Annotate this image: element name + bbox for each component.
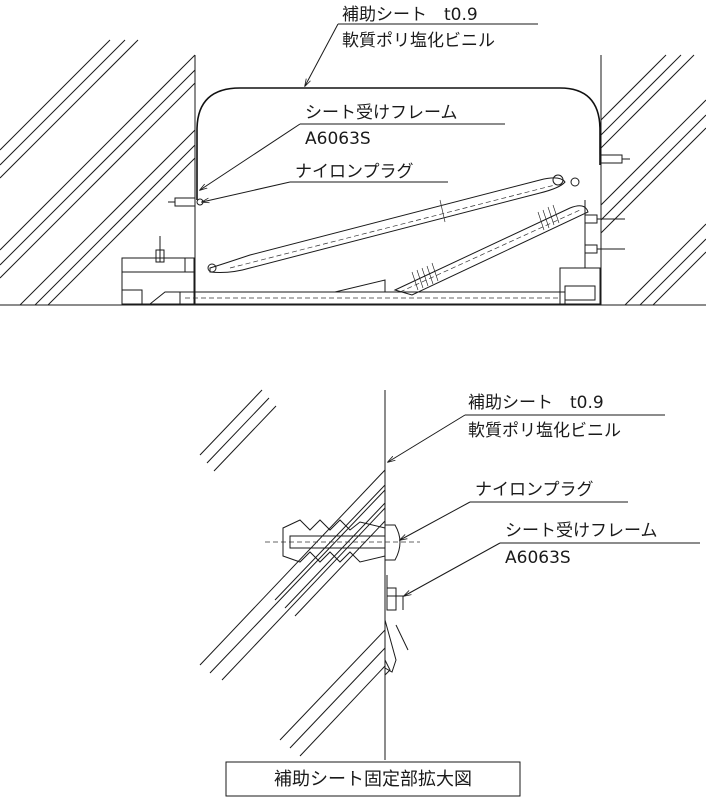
caption-box — [225, 761, 521, 797]
top-sheet-label-line1: 補助シート t0.9 — [342, 5, 478, 25]
detail-leaders — [388, 414, 700, 596]
detail-section-drawing — [199, 389, 420, 760]
detail-plug-label: ナイロンプラグ — [475, 480, 594, 500]
floor-channel — [179, 279, 566, 305]
right-wall-plug — [570, 154, 630, 187]
sheet-end-hook — [552, 174, 564, 186]
top-section-drawing — [0, 39, 706, 306]
top-leaders — [200, 23, 538, 202]
right-wall-hatching — [600, 54, 706, 306]
detail-frame-label-line1: シート受けフレーム — [505, 521, 658, 541]
left-bottom-frame — [121, 236, 195, 305]
folded-sheet-body — [209, 177, 566, 273]
top-frame-label-line2: A6063S — [305, 129, 371, 149]
detail-lower-clip — [384, 619, 409, 676]
auxiliary-sheet-curve — [196, 87, 601, 200]
top-plug-label: ナイロンプラグ — [295, 162, 414, 182]
spring-coil-left — [411, 262, 439, 291]
top-sheet-label-line2: 軟質ポリ塩化ビニル — [342, 31, 495, 51]
left-wall-hatching — [0, 39, 196, 306]
sheet-left-hook — [207, 263, 217, 273]
nylon-plug — [265, 519, 420, 563]
spring-centerline — [399, 209, 581, 293]
detail-frame-profile — [386, 575, 404, 611]
detail-wall-hatching — [199, 389, 386, 757]
detail-sheet-label-line1: 補助シート t0.9 — [468, 393, 604, 413]
caption-text: 補助シート固定部拡大図 — [274, 769, 472, 790]
folded-sheet-centerline — [229, 184, 556, 269]
spring-coil-right — [537, 204, 560, 231]
top-frame-label-line1: シート受けフレーム — [305, 103, 458, 123]
right-bottom-frame — [559, 200, 625, 305]
folded-sheet-seam — [439, 199, 446, 223]
detail-sheet-label-line2: 軟質ポリ塩化ビニル — [468, 421, 621, 441]
detail-frame-label-line2: A6063S — [505, 548, 571, 568]
spring-member — [393, 205, 589, 296]
